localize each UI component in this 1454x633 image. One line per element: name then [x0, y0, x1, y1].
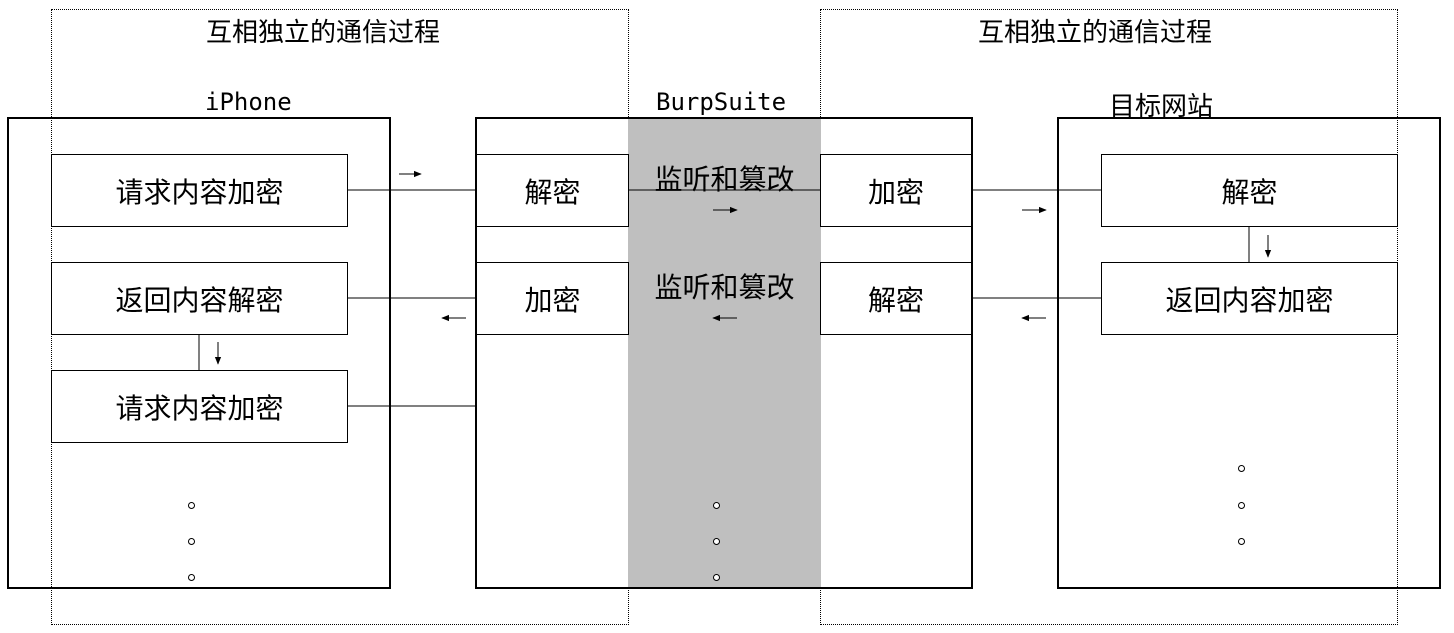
burp-continuation-dot-1: [713, 502, 720, 509]
iphone-continuation-dot-1: [188, 502, 195, 509]
iphone-request-encrypt-box-2: 请求内容加密: [51, 370, 348, 443]
burp-continuation-dot-3: [713, 574, 720, 581]
iphone-box: [7, 117, 391, 589]
burpsuite-intercept-band: [628, 118, 821, 588]
right-group-title: 互相独立的通信过程: [978, 18, 1213, 48]
burpsuite-box: [475, 117, 973, 589]
target-site-box: [1057, 117, 1441, 589]
iphone-continuation-dot-2: [188, 538, 195, 545]
target-continuation-dot-3: [1238, 538, 1245, 545]
iphone-label: iPhone: [205, 88, 292, 116]
iphone-request-encrypt-box: 请求内容加密: [51, 154, 348, 227]
left-group-title: 互相独立的通信过程: [206, 18, 441, 48]
burp-right-encrypt-cell: 加密: [820, 154, 972, 227]
target-decrypt-box: 解密: [1101, 154, 1398, 227]
target-continuation-dot-2: [1238, 502, 1245, 509]
target-continuation-dot-1: [1238, 465, 1245, 472]
burp-left-encrypt-cell: 加密: [476, 262, 629, 335]
burp-continuation-dot-2: [713, 538, 720, 545]
iphone-response-decrypt-box: 返回内容解密: [51, 262, 348, 335]
burpsuite-label: BurpSuite: [656, 88, 787, 116]
burp-right-decrypt-cell: 解密: [820, 262, 972, 335]
iphone-continuation-dot-3: [188, 574, 195, 581]
target-response-encrypt-box: 返回内容加密: [1101, 262, 1398, 335]
burp-left-decrypt-cell: 解密: [476, 154, 629, 227]
burp-monitor-tamper-response: 监听和篡改: [654, 271, 795, 304]
